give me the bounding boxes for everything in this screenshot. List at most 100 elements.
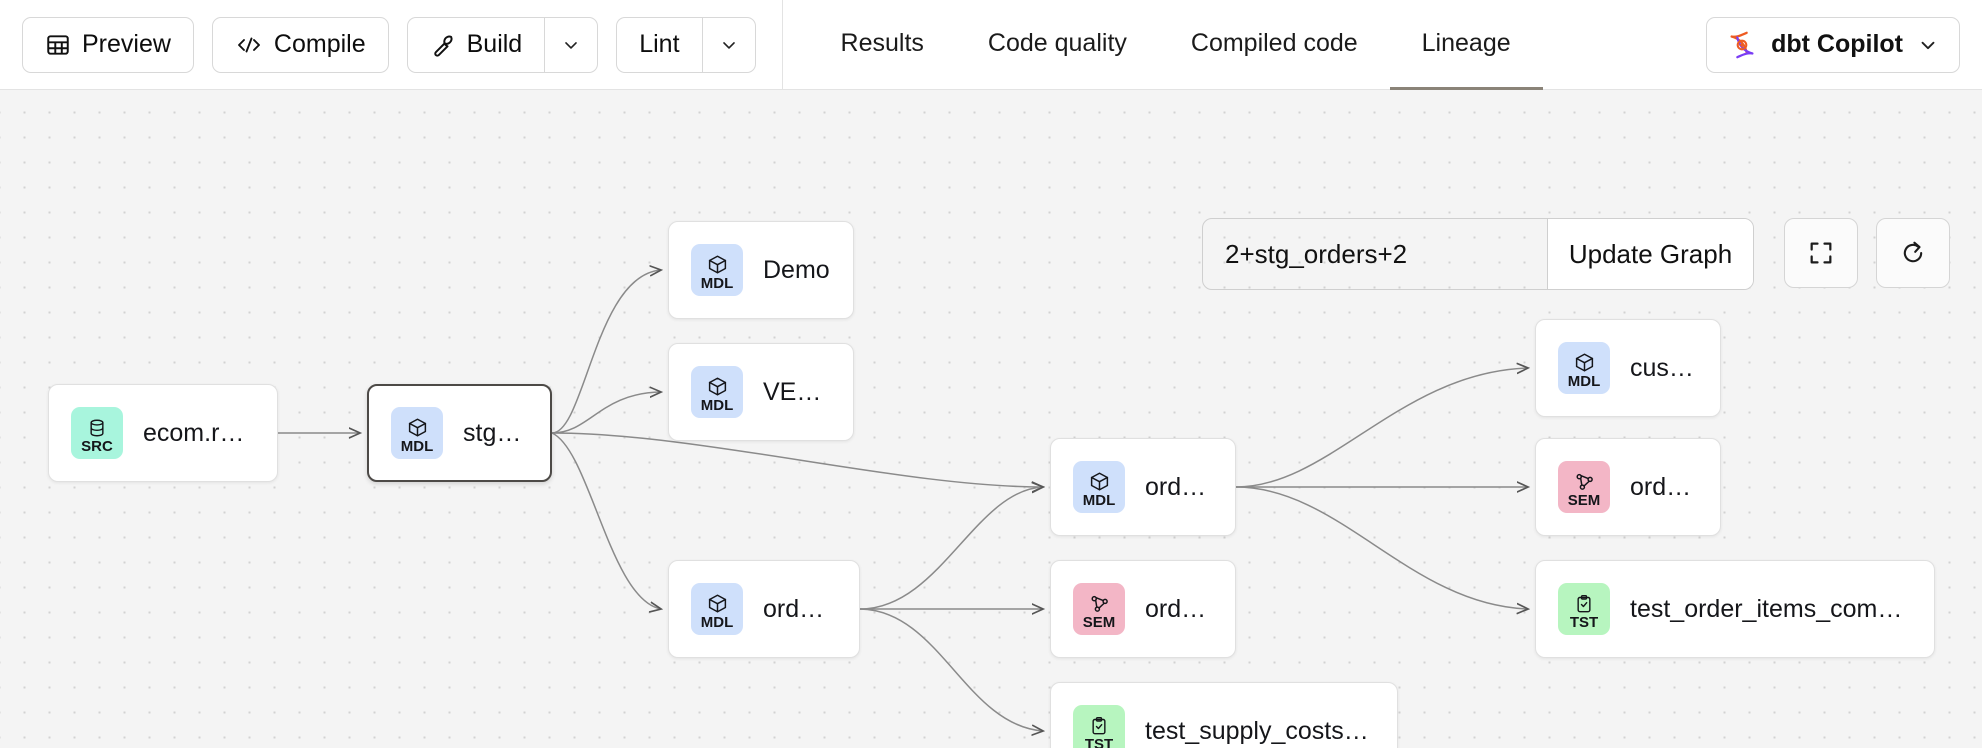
node-label: orders [1145,473,1213,502]
lineage-node-demo[interactable]: MDL Demo [668,221,854,319]
node-type-badge-mdl: MDL [691,244,743,296]
lineage-node-customers[interactable]: MDL customers [1535,319,1721,417]
toolbar-divider [782,0,783,90]
node-type-badge-mdl: MDL [691,366,743,418]
canvas-control-group [1784,218,1950,288]
node-label: order_item [1145,595,1213,624]
lint-dropdown-toggle[interactable] [702,17,756,73]
refresh-icon [1899,239,1927,267]
node-type-label: MDL [701,276,734,291]
preview-button[interactable]: Preview [22,17,194,73]
clipboard-check-icon [1574,588,1594,614]
node-type-badge-tst: TST [1073,705,1125,748]
node-type-label: MDL [1568,374,1601,389]
cube-icon [407,412,428,438]
clipboard-check-icon [1089,710,1109,736]
semantic-icon [1574,466,1595,492]
lineage-node-order-item-sem[interactable]: SEM order_item [1050,560,1236,658]
lint-button[interactable]: Lint [616,17,701,73]
node-type-label: TST [1085,737,1113,748]
preview-button-label: Preview [82,30,171,59]
cube-icon [707,588,728,614]
toolbar-right: dbt Copilot [1706,17,1960,73]
node-label: Demo [763,256,830,285]
node-type-label: MDL [1083,493,1116,508]
lineage-node-test-supply-costs[interactable]: TST test_supply_costs_sum_correctly [1050,682,1398,748]
tab-lineage[interactable]: Lineage [1390,1,1543,91]
lint-button-label: Lint [639,30,679,59]
lineage-canvas[interactable]: Update Graph [0,90,1982,748]
node-type-badge-src: SRC [71,407,123,459]
node-selector-box: Update Graph [1202,218,1754,290]
lineage-node-test-order-items[interactable]: TST test_order_items_compute_to_bools_c… [1535,560,1935,658]
semantic-icon [1089,588,1110,614]
compile-button[interactable]: Compile [212,17,389,73]
node-type-badge-mdl: MDL [391,407,443,459]
build-dropdown-toggle[interactable] [544,17,598,73]
node-label: ecom.raw_orders [143,419,255,448]
node-type-badge-sem: SEM [1073,583,1125,635]
database-icon [87,412,107,438]
chevron-down-icon [719,35,739,55]
wrench-icon [430,32,456,58]
build-split-button: Build [407,17,599,73]
build-button-label: Build [467,30,523,59]
node-selector-input[interactable] [1203,219,1547,289]
lineage-node-orders-sem[interactable]: SEM orders [1535,438,1721,536]
tab-code-quality-label: Code quality [988,29,1127,58]
fullscreen-button[interactable] [1784,218,1858,288]
node-type-label: MDL [701,398,734,413]
update-graph-button[interactable]: Update Graph [1547,219,1753,289]
compile-button-label: Compile [274,30,366,59]
tab-compiled-code[interactable]: Compiled code [1159,1,1390,91]
fullscreen-icon [1807,239,1835,267]
cube-icon [1574,347,1595,373]
node-label: test_supply_costs_sum_correctly [1145,717,1375,746]
node-type-badge-sem: SEM [1558,461,1610,513]
table-icon [45,32,71,58]
node-label: order_items [763,595,837,624]
node-type-label: TST [1570,615,1598,630]
node-label: test_order_items_compute_to_bools_c… [1630,595,1912,624]
tab-lineage-label: Lineage [1422,29,1511,58]
node-type-label: MDL [401,439,434,454]
tab-results-label: Results [841,29,924,58]
tab-results[interactable]: Results [809,1,956,91]
chevron-down-icon [561,35,581,55]
graph-controls: Update Graph [1202,218,1754,290]
node-type-badge-mdl: MDL [691,583,743,635]
lint-split-button: Lint [616,17,755,73]
refresh-button[interactable] [1876,218,1950,288]
node-type-badge-mdl: MDL [1558,342,1610,394]
dbt-copilot-label: dbt Copilot [1771,30,1903,59]
action-button-group: Preview Compile [22,17,756,73]
tab-code-quality[interactable]: Code quality [956,1,1159,91]
node-type-badge-tst: TST [1558,583,1610,635]
top-toolbar: Preview Compile [0,0,1982,90]
dbt-copilot-icon [1727,30,1757,60]
lineage-node-orders-mdl[interactable]: MDL orders [1050,438,1236,536]
node-label: VE_Demo [763,378,831,407]
dbt-copilot-button[interactable]: dbt Copilot [1706,17,1960,73]
build-button[interactable]: Build [407,17,545,73]
node-label: orders [1630,473,1698,502]
cube-icon [1089,466,1110,492]
cube-icon [707,371,728,397]
code-icon [235,32,263,58]
result-tabs: Results Code quality Compiled code Linea… [809,0,1543,90]
node-type-label: SEM [1083,615,1116,630]
lineage-node-order-items[interactable]: MDL order_items [668,560,860,658]
node-type-label: SEM [1568,493,1601,508]
lineage-node-stg-orders[interactable]: MDL stg_orders [367,384,552,482]
node-label: customers [1630,354,1698,383]
lineage-node-ecom-raw-orders[interactable]: SRC ecom.raw_orders [48,384,278,482]
node-type-badge-mdl: MDL [1073,461,1125,513]
node-label: stg_orders [463,419,528,448]
node-type-label: MDL [701,615,734,630]
chevron-down-icon [1917,34,1939,56]
cube-icon [707,249,728,275]
tab-compiled-code-label: Compiled code [1191,29,1358,58]
node-type-label: SRC [81,439,113,454]
lineage-node-ve-demo[interactable]: MDL VE_Demo [668,343,854,441]
